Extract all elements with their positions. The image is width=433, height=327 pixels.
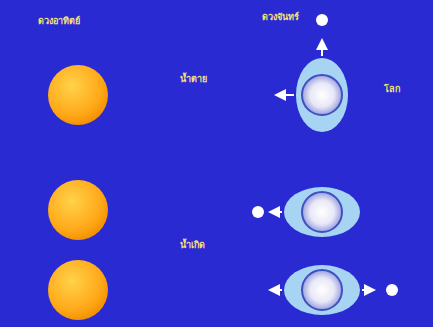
moon: [252, 206, 264, 218]
sun-label: ดวงอาทิตย์: [38, 16, 80, 27]
earth: [302, 270, 342, 310]
tide-label: น้ำตาย: [180, 74, 207, 85]
sun: [48, 260, 108, 320]
water-bulge: [296, 58, 348, 132]
water-bulge: [284, 187, 360, 237]
earth: [302, 192, 342, 232]
moon: [316, 14, 328, 26]
sun: [48, 180, 108, 240]
sun: [48, 65, 108, 125]
moon-label: ดวงจันทร์: [262, 12, 299, 23]
earth-label: โลก: [384, 84, 400, 95]
moon: [386, 284, 398, 296]
earth: [302, 75, 342, 115]
tide-label: น้ำเกิด: [180, 240, 205, 251]
water-bulge: [284, 265, 360, 315]
